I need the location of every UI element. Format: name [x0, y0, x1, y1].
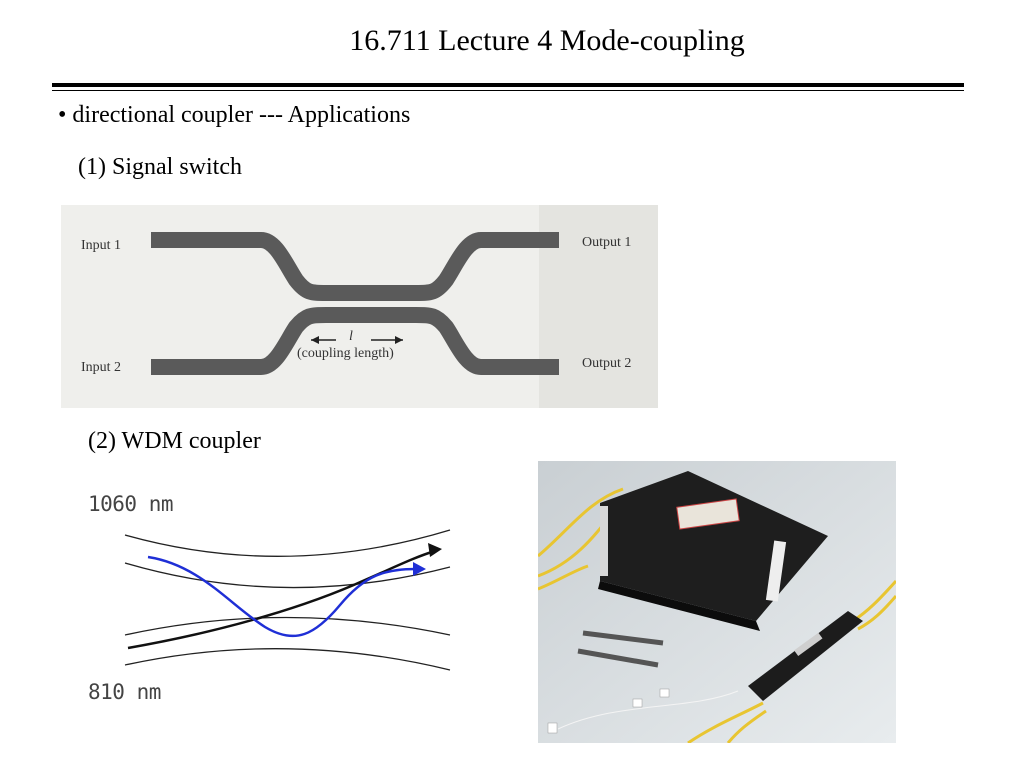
metal-sleeve-2: [577, 648, 659, 668]
bottom-waveguide: [151, 307, 559, 375]
bullet-directional-coupler: • directional coupler --- Applications: [58, 102, 411, 128]
upper-guide-outer-edge: [124, 529, 451, 557]
top-waveguide: [151, 232, 559, 301]
fiber-5: [857, 595, 898, 631]
blue-ray: [147, 555, 417, 638]
box-label: [676, 498, 740, 530]
coupling-length-caption: (coupling length): [297, 346, 394, 361]
output-2-label: Output 2: [582, 356, 632, 371]
length-arrowhead-right: [395, 336, 403, 344]
length-arrowhead-left: [311, 336, 319, 344]
small-coupler-tube: [748, 611, 863, 701]
wdm-coupler-figure: [80, 485, 460, 710]
blue-ray-arrowhead: [413, 562, 426, 576]
title-rule-thick: [52, 83, 964, 87]
slide-title: 16.711 Lecture 4 Mode-coupling: [349, 24, 745, 57]
fiber-tag-2: [632, 698, 643, 708]
fiber-tag-1: [659, 688, 670, 698]
box-side-label: [765, 540, 787, 602]
title-rule-thin: [52, 90, 964, 91]
input-2-label: Input 2: [81, 360, 122, 375]
tube-label: [794, 632, 823, 657]
wavelength-810-label: 810 nm: [88, 680, 161, 704]
box-fiber-tabs: [600, 506, 608, 576]
item-wdm-coupler: (2) WDM coupler: [88, 428, 261, 454]
lower-guide-inner-edge: [124, 616, 451, 636]
photo-svg: [537, 461, 898, 745]
fiber-tag-3: [547, 722, 558, 734]
black-ray: [127, 549, 436, 650]
black-ray-arrowhead: [428, 543, 442, 557]
lower-guide-outer-edge: [124, 648, 451, 671]
fiber-3: [537, 564, 589, 591]
fiber-6: [687, 701, 764, 745]
signal-switch-figure: Input 1 Input 2 Output 1 Output 2 l (cou…: [61, 205, 658, 408]
output-1-label: Output 1: [582, 235, 632, 250]
wdm-coupler-photo: [537, 461, 898, 745]
wdm-diagram-svg: [124, 529, 451, 671]
fiber-1: [537, 487, 624, 558]
upper-guide-inner-edge: [124, 562, 451, 589]
wavelength-1060-label: 1060 nm: [88, 492, 174, 516]
item-signal-switch: (1) Signal switch: [78, 154, 242, 180]
bare-fiber: [557, 690, 739, 730]
metal-sleeve-1: [582, 630, 664, 646]
large-box-edge: [598, 581, 760, 631]
coupling-length-symbol: l: [349, 329, 353, 344]
input-1-label: Input 1: [81, 238, 122, 253]
switch-diagram-svg: [61, 205, 658, 408]
fiber-7: [726, 709, 767, 744]
